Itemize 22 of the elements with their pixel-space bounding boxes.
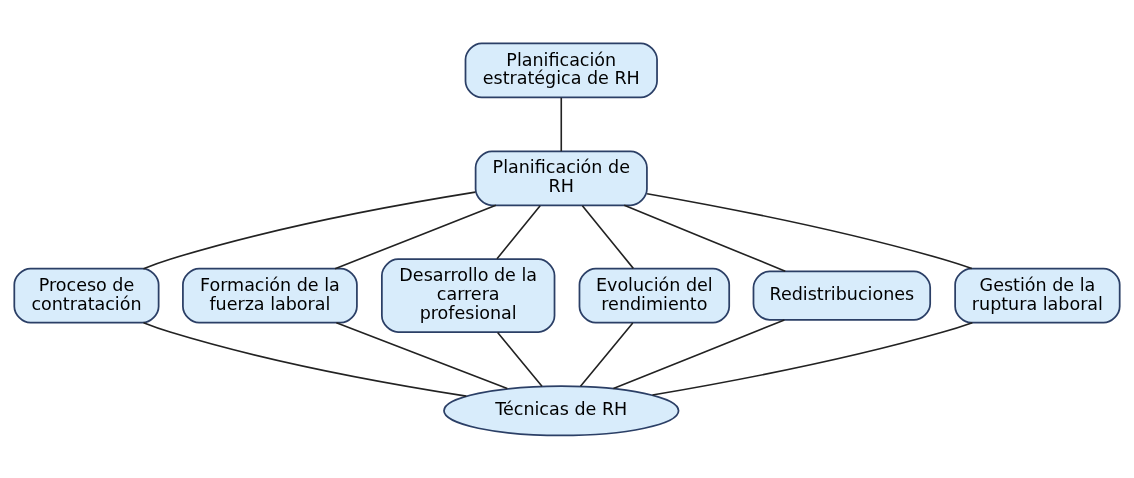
connector [142, 321, 468, 397]
connector [581, 204, 635, 269]
node-box: Planificación estratégica de RH [464, 42, 658, 98]
node-box: Planificación de RH [474, 149, 648, 206]
node-box: Proceso de contratación [13, 267, 160, 323]
connector [496, 204, 541, 260]
node-box: Desarrollo de la carrera profesional [381, 257, 556, 333]
node-box: Evolución del rendimiento [578, 267, 731, 323]
node-ellipse: Técnicas de RH [443, 384, 680, 436]
connector [334, 204, 497, 269]
connector [612, 318, 786, 389]
connector [646, 192, 973, 269]
connector [623, 204, 787, 272]
connector [560, 96, 563, 152]
connector [496, 331, 543, 387]
connector [335, 321, 509, 389]
connector [142, 190, 477, 269]
connector [579, 321, 634, 387]
node-box: Gestión de la ruptura laboral [954, 267, 1121, 323]
node-box: Redistribuciones [752, 269, 932, 321]
node-box: Formación de la fuerza laboral [182, 267, 358, 323]
connector [651, 321, 974, 396]
